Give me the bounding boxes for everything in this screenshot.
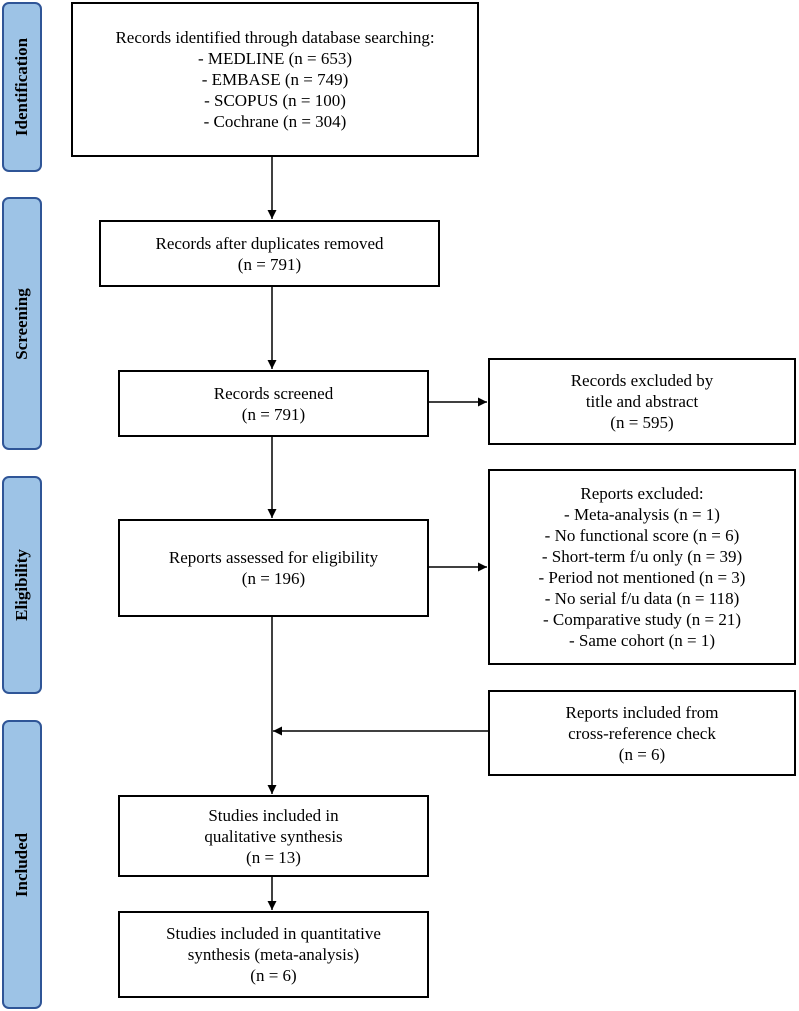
box-line: (n = 791) (237, 254, 302, 274)
stage-included: Included (2, 720, 42, 1009)
box-line: qualitative synthesis (204, 826, 343, 846)
box-qualitative-synthesis: Studies included in qualitative synthesi… (118, 795, 429, 877)
box-line: - Comparative study (n = 21) (543, 610, 741, 629)
box-line: (n = 13) (246, 847, 301, 867)
box-line: Records after duplicates removed (155, 233, 384, 253)
box-line: Reports assessed for eligibility (168, 548, 379, 567)
stage-screening: Screening (2, 197, 42, 450)
stage-identification: Identification (2, 2, 42, 172)
box-quantitative-synthesis: Studies included in quantitative synthes… (118, 911, 429, 998)
box-line: - Short-term f/u only (n = 39) (541, 547, 743, 566)
box-line: Records screened (213, 383, 334, 403)
box-line: cross-reference check (568, 723, 716, 743)
box-line: (n = 595) (610, 413, 674, 432)
box-line: - Cochrane (n = 304) (203, 112, 347, 131)
box-line: - Period not mentioned (n = 3) (538, 568, 746, 587)
box-line: Studies included in quantitative (166, 924, 381, 943)
box-line: - No functional score (n = 6) (544, 526, 740, 545)
box-records-identified: Records identified through database sear… (71, 2, 479, 157)
box-line: Records excluded by (570, 371, 714, 390)
box-cross-reference: Reports included from cross-reference ch… (488, 690, 796, 776)
box-line: - EMBASE (n = 749) (201, 70, 349, 89)
box-duplicates-removed: Records after duplicates removed (n = 79… (99, 220, 440, 287)
stage-eligibility: Eligibility (2, 476, 42, 694)
box-line: - MEDLINE (n = 653) (197, 49, 353, 68)
box-line: title and abstract (585, 392, 699, 411)
box-line: Records identified through database sear… (115, 28, 435, 47)
box-records-screened: Records screened (n = 791) (118, 370, 429, 437)
box-line: (n = 791) (241, 404, 306, 424)
box-reports-assessed: Reports assessed for eligibility (n = 19… (118, 519, 429, 617)
box-line: (n = 196) (241, 569, 306, 588)
box-line: - SCOPUS (n = 100) (204, 91, 346, 110)
box-line: Reports excluded: (580, 484, 704, 503)
box-line: synthesis (meta-analysis) (187, 945, 360, 964)
box-records-excluded-title: Records excluded by title and abstract (… (488, 358, 796, 445)
box-line: (n = 6) (250, 966, 297, 985)
box-line: - No serial f/u data (n = 118) (544, 589, 740, 608)
box-line: - Meta-analysis (n = 1) (564, 505, 720, 524)
box-line: - Same cohort (n = 1) (568, 631, 716, 650)
box-line: Studies included in (208, 805, 339, 825)
box-reports-excluded: Reports excluded: - Meta-analysis (n = 1… (488, 469, 796, 665)
box-line: Reports included from (565, 702, 719, 722)
box-line: (n = 6) (618, 744, 666, 764)
